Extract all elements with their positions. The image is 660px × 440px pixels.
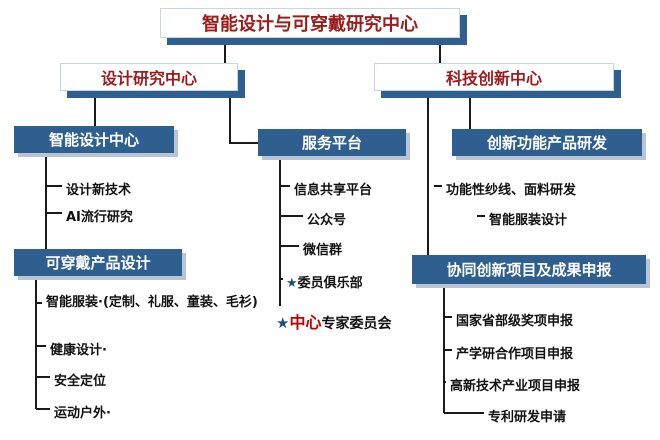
leaf-patent-application: 专利研发申请 — [488, 410, 567, 425]
leaf-sports-outdoor: 运动户外· — [54, 406, 111, 421]
tech-innovation-center-box: 科技创新中心 — [374, 63, 614, 91]
leaf-functional-yarn-fabric: 功能性纱线、面料研发 — [446, 183, 577, 198]
collaborative-projects-box: 协同创新项目及成果申报 — [412, 255, 646, 284]
leaf-ai-trend-research: AI流行研究 — [66, 210, 133, 225]
leaf-safety-positioning: 安全定位 — [54, 374, 107, 389]
expert-committee-highlight: 中心 — [289, 313, 322, 332]
leaf-member-club: ★委员俱乐部 — [286, 272, 363, 291]
leaf-expert-committee: ★中心专家委员会 — [276, 309, 391, 333]
star-icon: ★ — [286, 276, 298, 291]
leaf-info-sharing-platform: 信息共享平台 — [294, 183, 373, 198]
leaf-industry-academy-projects: 产学研合作项目申报 — [456, 347, 574, 362]
leaf-design-new-tech: 设计新技术 — [66, 183, 132, 198]
leaf-smart-clothing: 智能服装·(定制、礼服、童装、毛衫) — [46, 295, 258, 310]
wearable-product-design-box: 可穿戴产品设计 — [14, 249, 182, 276]
root-title-box: 智能设计与可穿戴研究中心 — [160, 8, 460, 38]
service-platform-box: 服务平台 — [258, 129, 406, 156]
leaf-national-awards: 国家省部级奖项申报 — [456, 314, 574, 329]
expert-committee-label: 专家委员会 — [321, 316, 392, 332]
leaf-official-account: 公众号 — [307, 213, 347, 228]
design-research-center-box: 设计研究中心 — [60, 63, 238, 91]
leaf-hightech-industry-projects: 高新技术产业项目申报 — [450, 379, 581, 394]
intelligent-design-center-box: 智能设计中心 — [14, 126, 174, 153]
leaf-health-design: 健康设计· — [50, 343, 107, 358]
member-club-label: 委员俱乐部 — [297, 276, 363, 291]
star-icon: ★ — [276, 314, 290, 332]
leaf-wechat-group: 微信群 — [303, 243, 343, 258]
leaf-smart-clothing-design: 智能服装设计 — [489, 213, 568, 228]
innovative-product-rd-box: 创新功能产品研发 — [452, 129, 642, 156]
